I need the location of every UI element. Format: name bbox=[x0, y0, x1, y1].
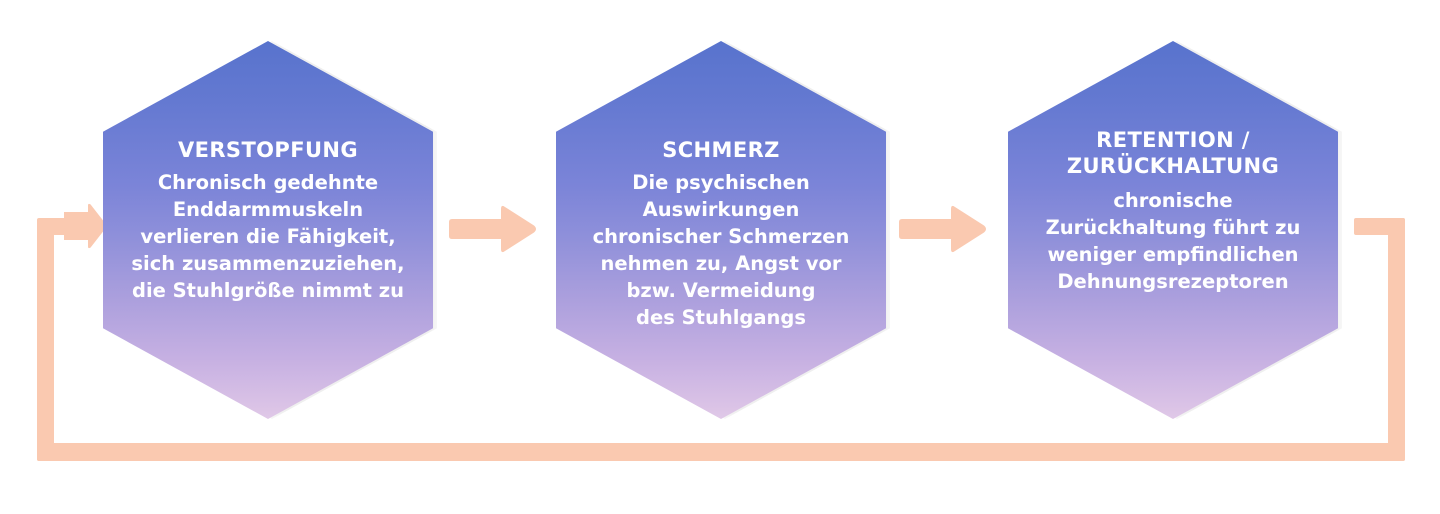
node-retention-title: RETENTION / ZURÜCKHALTUNG bbox=[1023, 127, 1323, 179]
node-verstopfung-body: Chronisch gedehnte Enddarmmuskeln verlie… bbox=[113, 169, 423, 304]
node-retention[interactable]: RETENTION / ZURÜCKHALTUNG chronische Zur… bbox=[1008, 41, 1338, 419]
body-line: Chronisch gedehnte bbox=[157, 171, 379, 194]
node-verstopfung[interactable]: VERSTOPFUNG Chronisch gedehnte Enddarmmu… bbox=[103, 41, 433, 419]
body-line: nehmen zu, Angst vor bbox=[600, 252, 842, 275]
body-line: bzw. Vermeidung bbox=[626, 279, 816, 302]
body-line: weniger empfindlichen bbox=[1047, 243, 1299, 266]
title-line: ZURÜCKHALTUNG bbox=[1066, 154, 1280, 178]
body-line: chronischer Schmerzen bbox=[592, 225, 850, 248]
body-line: Dehnungsrezeptoren bbox=[1057, 270, 1289, 293]
body-line: verlieren die Fähigkeit, bbox=[140, 225, 396, 248]
body-line: chronische bbox=[1113, 189, 1233, 212]
node-schmerz-body: Die psychischen Auswirkungen chronischer… bbox=[566, 169, 876, 331]
node-schmerz[interactable]: SCHMERZ Die psychischen Auswirkungen chr… bbox=[556, 41, 886, 419]
node-schmerz-title: SCHMERZ bbox=[662, 138, 780, 162]
title-line: RETENTION / bbox=[1096, 128, 1250, 152]
feedback-loop-left-segment bbox=[37, 222, 54, 461]
body-line: Auswirkungen bbox=[642, 198, 800, 221]
body-line: die Stuhlgröße nimmt zu bbox=[131, 279, 405, 302]
feedback-loop-bottom-segment bbox=[37, 443, 1405, 461]
body-line: Die psychischen bbox=[632, 171, 810, 194]
body-line: Zurückhaltung führt zu bbox=[1045, 216, 1301, 239]
body-line: Enddarmmuskeln bbox=[172, 198, 364, 221]
arrow-schmerz-to-retention-icon bbox=[898, 203, 988, 255]
body-line: sich zusammenzuziehen, bbox=[131, 252, 405, 275]
body-line: des Stuhlgangs bbox=[636, 306, 806, 329]
feedback-loop-arrowhead-icon bbox=[62, 203, 108, 249]
node-retention-body: chronische Zurückhaltung führt zu wenige… bbox=[1018, 187, 1328, 295]
feedback-loop-right-segment bbox=[1388, 218, 1405, 461]
arrow-verstopfung-to-schmerz-icon bbox=[448, 203, 538, 255]
node-verstopfung-title: VERSTOPFUNG bbox=[177, 138, 359, 162]
